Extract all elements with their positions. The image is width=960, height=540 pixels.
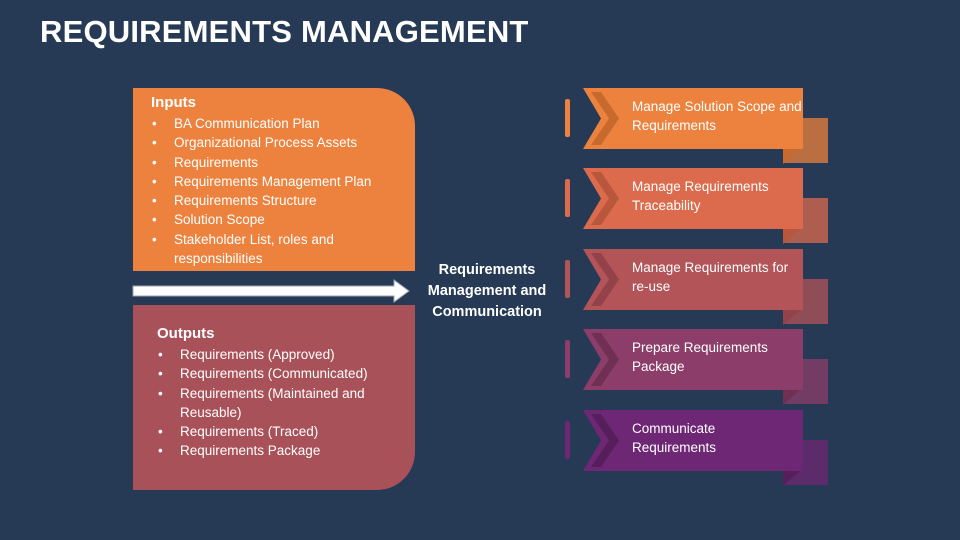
page-title: REQUIREMENTS MANAGEMENT bbox=[40, 14, 529, 49]
list-item: Requirements (Traced) bbox=[157, 422, 405, 442]
list-item: Requirements (Communicated) bbox=[157, 364, 405, 384]
list-item: Stakeholder List, roles and responsibili… bbox=[151, 230, 405, 269]
step-label: Communicate Requirements bbox=[632, 421, 717, 456]
step-manage-traceability: Manage Requirements Traceability bbox=[563, 168, 833, 250]
list-item: Requirements (Approved) bbox=[157, 345, 405, 365]
list-item: Requirements bbox=[151, 153, 405, 173]
list-item: Requirements Package bbox=[157, 441, 405, 461]
list-item: BA Communication Plan bbox=[151, 114, 405, 134]
right-arrow-icon bbox=[132, 279, 410, 303]
inputs-list: BA Communication Plan Organizational Pro… bbox=[151, 114, 405, 268]
ribbon-shape bbox=[565, 410, 828, 486]
list-item: Requirements (Maintained and Reusable) bbox=[157, 384, 405, 423]
step-label: Prepare Requirements Package bbox=[632, 340, 768, 375]
step-label: Manage Solution Scope and Requirements bbox=[632, 99, 802, 134]
ribbon-shape bbox=[565, 249, 828, 325]
step-label: Manage Requirements for re-use bbox=[632, 260, 789, 295]
step-manage-reuse: Manage Requirements for re-use bbox=[563, 249, 833, 331]
inputs-heading: Inputs bbox=[151, 94, 196, 111]
ribbon-shape bbox=[565, 168, 828, 244]
outputs-list: Requirements (Approved) Requirements (Co… bbox=[157, 345, 405, 461]
list-item: Solution Scope bbox=[151, 210, 405, 230]
outputs-heading: Outputs bbox=[157, 325, 215, 342]
step-manage-solution-scope: Manage Solution Scope and Requirements bbox=[563, 88, 833, 170]
ribbon-shape bbox=[565, 88, 828, 164]
outputs-panel: Outputs Requirements (Approved) Requirem… bbox=[133, 305, 415, 490]
step-prepare-package: Prepare Requirements Package bbox=[563, 329, 833, 411]
step-label: Manage Requirements Traceability bbox=[632, 179, 769, 214]
ribbon-shape bbox=[565, 329, 828, 405]
center-label: Requirements Management and Communicatio… bbox=[427, 262, 547, 320]
inputs-panel: Inputs BA Communication Plan Organizatio… bbox=[133, 88, 415, 271]
list-item: Organizational Process Assets bbox=[151, 133, 405, 153]
list-item: Requirements Structure bbox=[151, 191, 405, 211]
step-communicate: Communicate Requirements bbox=[563, 410, 833, 492]
list-item: Requirements Management Plan bbox=[151, 172, 405, 192]
